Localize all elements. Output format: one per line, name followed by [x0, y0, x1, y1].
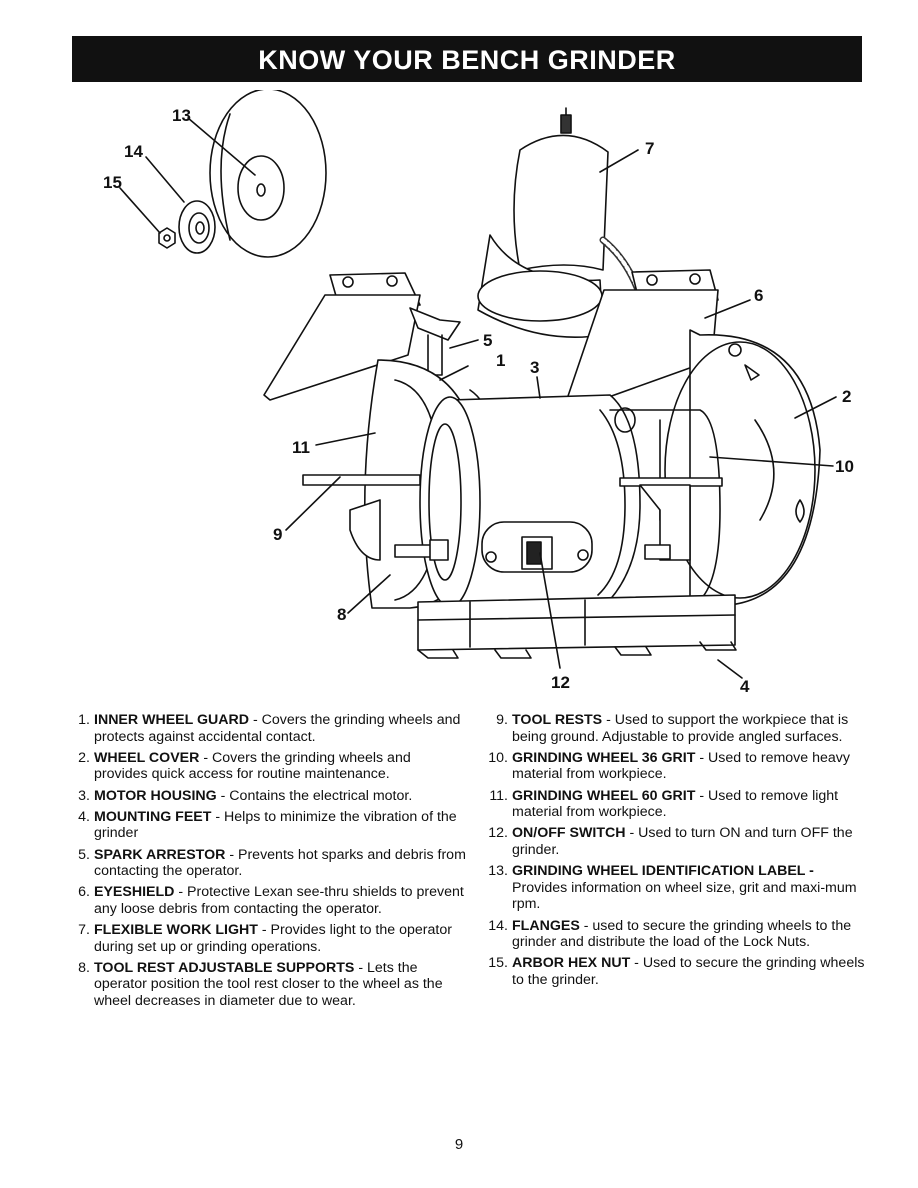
list-item: 15.ARBOR HEX NUT - Used to secure the gr…: [488, 955, 865, 988]
callout-11: 11: [292, 438, 310, 457]
list-item: 1.INNER WHEEL GUARD - Covers the grindin…: [78, 712, 461, 745]
bench-grinder-illustration: 13 14 15 7 6 5 1 3 2 10 11 9 8 12 4: [103, 90, 854, 696]
callout-15: 15: [103, 173, 122, 192]
list-item: 4.MOUNTING FEET - Helps to minimize the …: [78, 808, 457, 842]
list-item: 11.GRINDING WHEEL 60 GRIT - Used to remo…: [489, 787, 839, 821]
list-item: 6.EYESHIELD - Protective Lexan see-thru …: [78, 884, 464, 917]
callout-9: 9: [273, 525, 282, 544]
callout-8: 8: [337, 605, 346, 624]
callout-6: 6: [754, 286, 763, 305]
callout-4: 4: [740, 677, 750, 696]
callout-3: 3: [530, 358, 539, 377]
callout-14: 14: [124, 142, 143, 161]
callout-13: 13: [172, 106, 191, 125]
list-item: 7.FLEXIBLE WORK LIGHT - Provides light t…: [78, 922, 452, 955]
callout-1: 1: [496, 351, 505, 370]
callout-10: 10: [835, 457, 854, 476]
callout-12: 12: [551, 673, 570, 692]
list-item: 13.GRINDING WHEEL IDENTIFICATION LABEL -…: [488, 863, 857, 913]
list-item: 2.WHEEL COVER - Covers the grinding whee…: [78, 749, 411, 783]
page-number: 9: [454, 1136, 464, 1153]
list-item: 3.MOTOR HOUSING - Contains the electrica…: [78, 787, 413, 804]
page-title: KNOW YOUR BENCH GRINDER: [72, 36, 862, 82]
parts-list-left: 1.INNER WHEEL GUARD - Covers the grindin…: [66, 712, 466, 1014]
list-item: 12.ON/OFF SWITCH - Used to turn ON and t…: [488, 825, 853, 858]
callout-2: 2: [842, 387, 851, 406]
list-item: 14.FLANGES - used to secure the grinding…: [488, 917, 852, 951]
callout-5: 5: [483, 331, 492, 350]
parts-list-right: 9.TOOL RESTS - Used to support the workp…: [484, 712, 868, 993]
list-item: 10.GRINDING WHEEL 36 GRIT - Used to remo…: [488, 749, 850, 783]
callout-7: 7: [645, 139, 654, 158]
list-item: 9.TOOL RESTS - Used to support the workp…: [496, 712, 849, 745]
list-item: 5.SPARK ARRESTOR - Prevents hot sparks a…: [78, 846, 466, 880]
list-item: 8.TOOL REST ADJUSTABLE SUPPORTS - Lets t…: [78, 959, 443, 1010]
bench-grinder-diagram: 13 14 15 7 6 5 1 3 2 10 11 9 8 12 4: [0, 90, 918, 700]
